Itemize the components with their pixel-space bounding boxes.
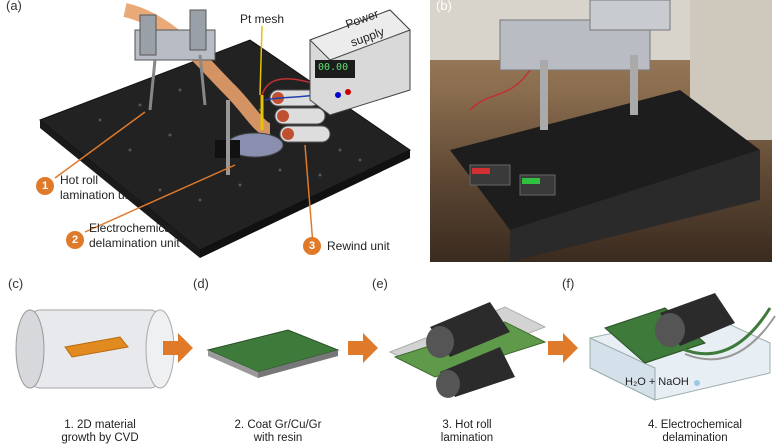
- hot-roll-drawing: [388, 302, 547, 398]
- unit-2-number: 2: [66, 231, 84, 249]
- unit-2-label-line1: Electrochemical: [89, 221, 174, 235]
- caption-e-line2: lamination: [440, 432, 494, 444]
- cvd-tube-drawing: [15, 309, 175, 389]
- rewind-unit: [269, 89, 331, 143]
- arrow-e-to-f: [548, 333, 578, 363]
- panel-e-label: (e): [372, 276, 388, 291]
- arrow-d-to-e: [348, 333, 378, 363]
- roll-to-roll-schematic: [39, 3, 411, 258]
- caption-c-line2: growth by CVD: [61, 432, 139, 444]
- pt-mesh-label: Pt mesh: [240, 12, 285, 26]
- arrow-c-to-d: [163, 333, 193, 363]
- unit-1-label-line1: Hot roll: [60, 173, 99, 187]
- panel-f-label: (f): [562, 276, 575, 291]
- unit-1-number: 1: [36, 177, 54, 195]
- unit-2-label-line2: delamination unit: [89, 236, 180, 250]
- caption-d-line1: 2. Coat Gr/Cu/Gr: [234, 419, 322, 431]
- unit-1-label-line2: lamination unit: [60, 188, 138, 202]
- panel-b-label: (b): [436, 0, 452, 13]
- delamination-roller: [655, 293, 735, 347]
- panel-c-label: (c): [8, 276, 24, 291]
- unit-3-number: 3: [303, 237, 321, 255]
- panel-a-label: (a): [6, 0, 22, 13]
- caption-d-line2: with resin: [253, 432, 303, 444]
- caption-f-line2: delamination: [662, 432, 728, 444]
- solution-label: H₂O + NaOH: [625, 376, 689, 388]
- coated-sheet-drawing: [206, 329, 340, 378]
- panel-d-label: (d): [193, 276, 209, 291]
- copper-foil: [64, 336, 129, 358]
- power-supply-display: 00.00: [318, 62, 349, 73]
- top-roller: [426, 302, 510, 358]
- caption-c-line1: 1. 2D material: [64, 419, 136, 431]
- unit-3-label: Rewind unit: [327, 239, 390, 253]
- delamination-drawing: [589, 293, 776, 401]
- caption-e-line1: 3. Hot roll: [442, 419, 492, 431]
- apparatus-photo: [430, 0, 772, 262]
- caption-f-line1: 4. Electrochemical: [648, 419, 742, 431]
- bottom-roller: [436, 347, 515, 398]
